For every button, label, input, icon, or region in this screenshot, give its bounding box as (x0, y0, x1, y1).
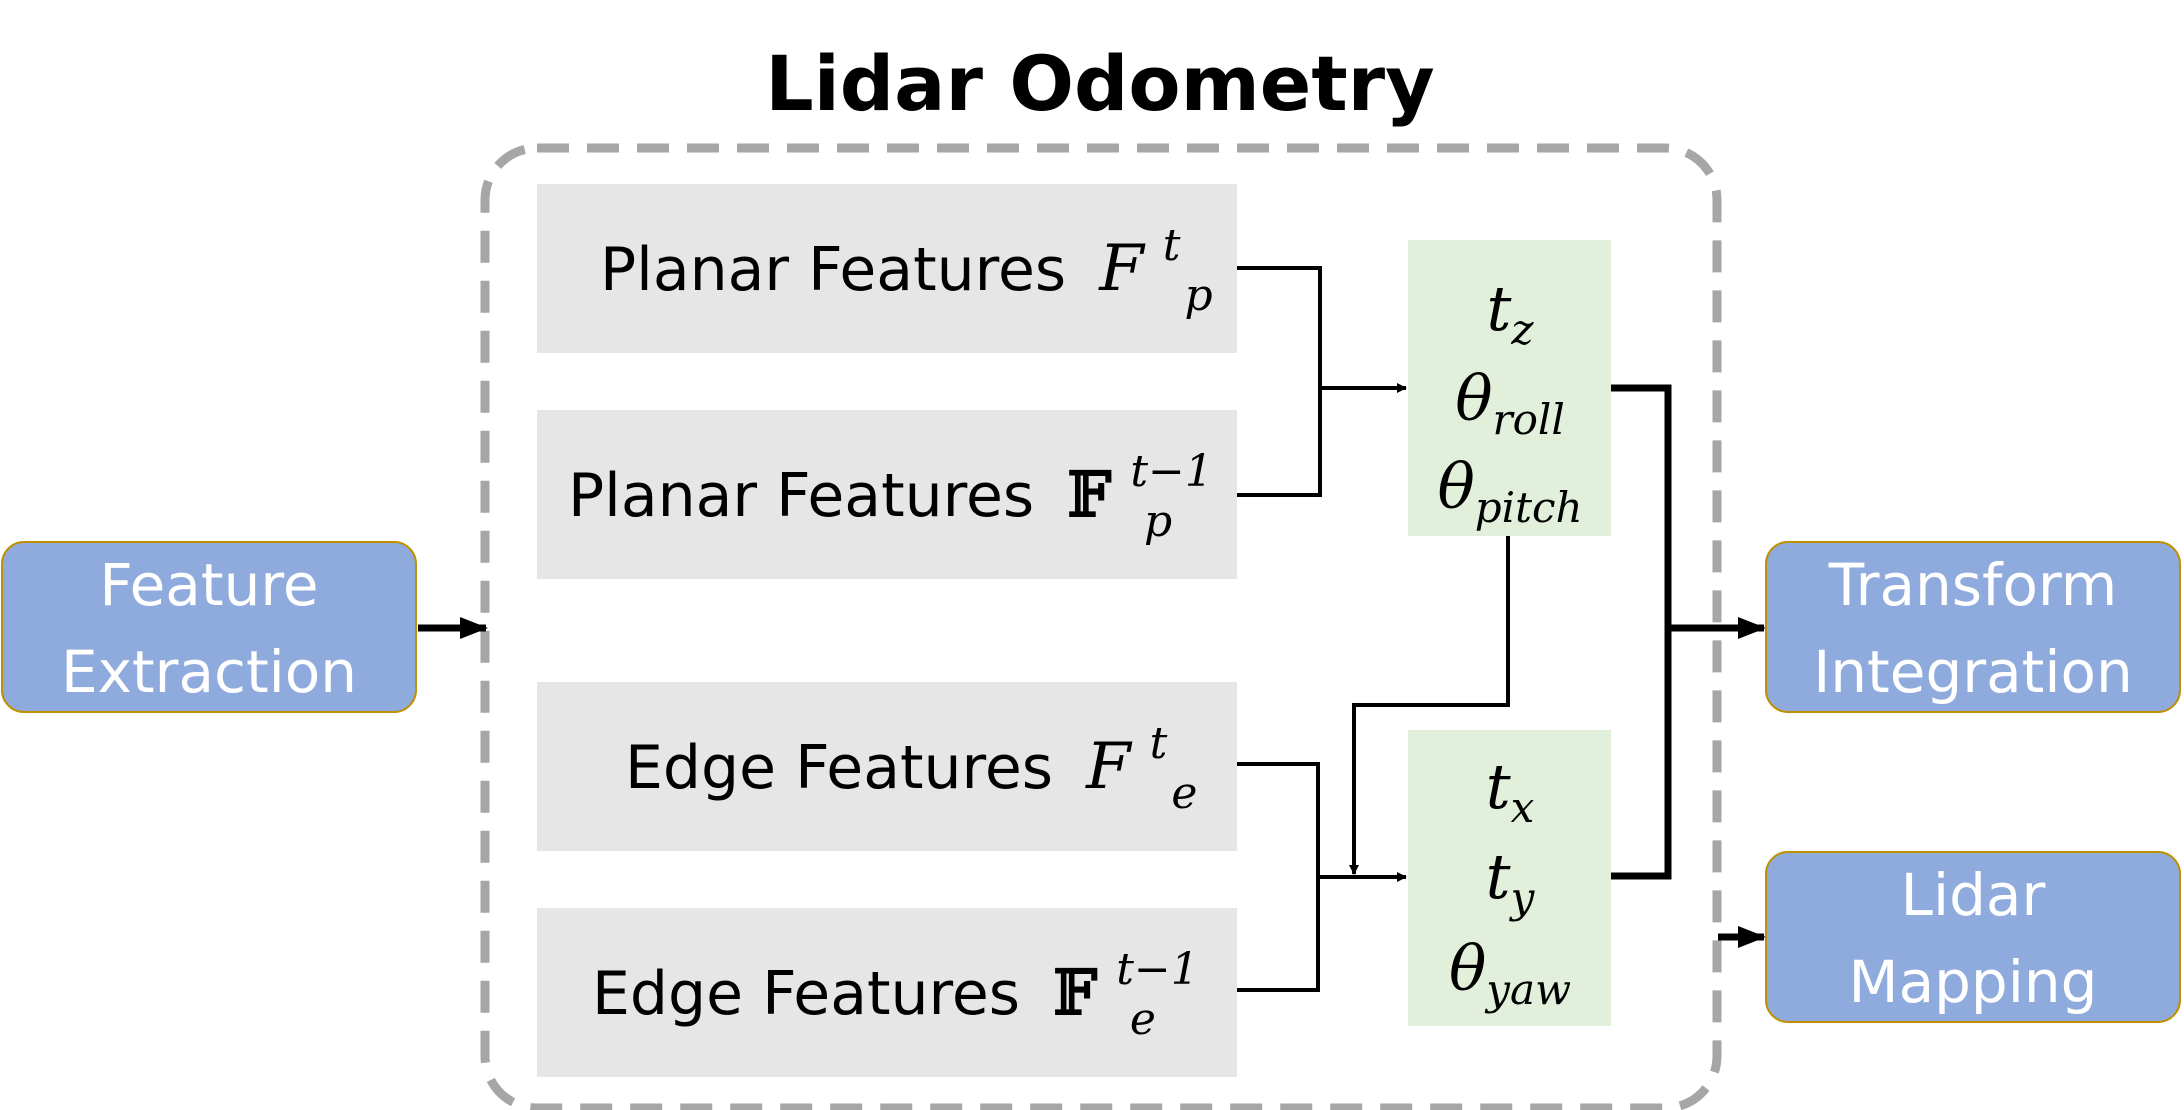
feature-extraction-line2: Extraction (61, 638, 357, 706)
transform-integration-box: Transform Integration (1765, 541, 2181, 713)
feature-label: Edge Features (625, 733, 1053, 803)
feature-symbol: 𝔽 (1053, 956, 1098, 1029)
estimate-pitch-sub: pitch (1475, 483, 1583, 532)
svg-text:Edge Features F t: Edge Features F t e (625, 703, 1197, 819)
feature-subscript: e (1171, 768, 1197, 819)
feature-symbol: F (1098, 232, 1146, 306)
lidar-mapping-line2: Mapping (1849, 948, 2098, 1016)
feature-label: Planar Features (600, 235, 1066, 305)
svg-text:θroll: θroll (1455, 362, 1565, 444)
upper-to-lower-arrow (1349, 536, 1510, 875)
estimate-ty-base: t (1486, 840, 1511, 913)
estimate-tx-sub: x (1511, 783, 1535, 832)
feature-superscript: t−1 (1130, 446, 1213, 497)
feature-extraction-line1: Feature (99, 551, 318, 619)
estimate-tz-sub: z (1510, 305, 1534, 354)
feature-box-edge-t: Edge Features F t e (537, 682, 1237, 851)
odometry-module-border (480, 143, 1722, 1110)
estimate-pitch-base: θ (1437, 450, 1474, 523)
svg-text:Planar Features 𝔽: Planar Features 𝔽 t−1 p (568, 431, 1232, 547)
estimate-roll-base: θ (1455, 362, 1492, 435)
planar-features-merge-line (1237, 266, 1322, 497)
edge-features-merge-line (1237, 762, 1320, 992)
feature-superscript: t (1163, 220, 1181, 271)
estimate-tx-base: t (1486, 750, 1511, 823)
estimate-tz-base: t (1486, 272, 1511, 345)
feature-box-planar-t: Planar Features F t p (537, 184, 1237, 353)
lidar-mapping-line1: Lidar (1901, 861, 2046, 929)
estimate-box-upper: tz θroll θpitch (1408, 240, 1611, 536)
feature-symbol: F (1085, 730, 1133, 804)
lidar-mapping-box: Lidar Mapping (1765, 851, 2181, 1023)
feature-label: Planar Features (568, 461, 1034, 531)
estimate-roll-sub: roll (1493, 395, 1565, 444)
feature-box-edge-t-1: Edge Features 𝔽 t−1 e (537, 908, 1237, 1077)
svg-text:Edge Features 𝔽 t: Edge Features 𝔽 t−1 e (592, 929, 1218, 1045)
feature-subscript: e (1130, 994, 1156, 1045)
estimates-merge-line (1611, 384, 1672, 880)
feature-subscript: p (1184, 270, 1212, 321)
feature-label: Edge Features (592, 959, 1020, 1029)
estimate-yaw-base: θ (1449, 932, 1486, 1005)
svg-text:θpitch: θpitch (1437, 450, 1582, 532)
transform-integration-line2: Integration (1813, 638, 2133, 706)
estimate-ty-sub: y (1509, 873, 1536, 922)
feature-box-planar-t-1: Planar Features 𝔽 t−1 p (537, 410, 1237, 579)
feature-superscript: t (1150, 718, 1168, 769)
transform-integration-line1: Transform (1828, 551, 2118, 619)
estimate-yaw-sub: yaw (1484, 965, 1571, 1014)
svg-text:Planar Features F: Planar Features F t p (600, 205, 1213, 321)
svg-text:θyaw: θyaw (1449, 932, 1571, 1014)
diagram-title: Lidar Odometry (765, 39, 1434, 128)
estimate-box-lower: tx ty θyaw (1408, 730, 1611, 1026)
feature-subscript: p (1144, 496, 1172, 547)
feature-superscript: t−1 (1116, 944, 1199, 995)
svg-text:tz: tz (1486, 272, 1534, 354)
svg-text:ty: ty (1486, 840, 1536, 922)
feature-symbol: 𝔽 (1067, 458, 1112, 531)
svg-text:tx: tx (1486, 750, 1535, 832)
feature-extraction-box: Feature Extraction (1, 541, 417, 713)
